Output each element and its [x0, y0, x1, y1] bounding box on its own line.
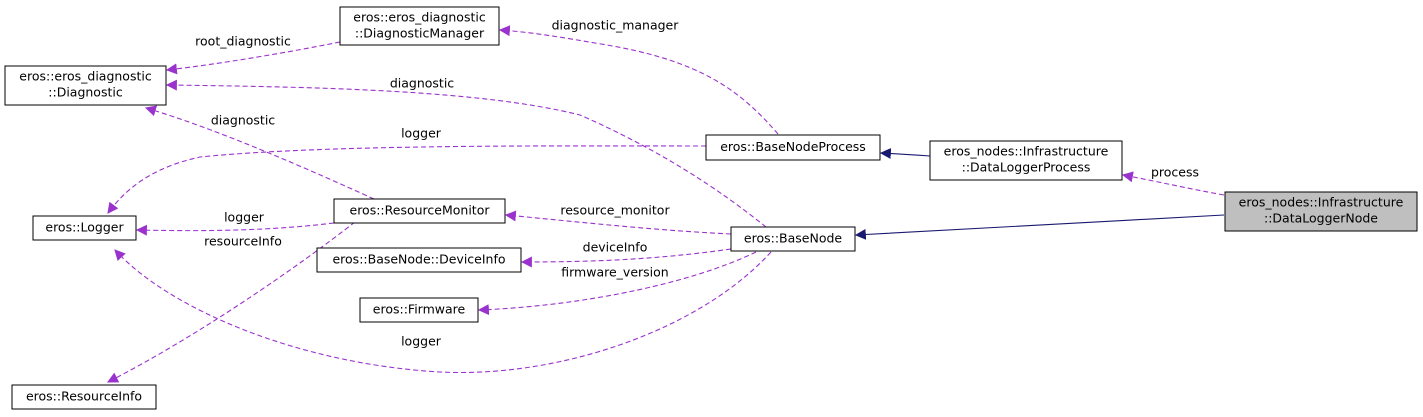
node-diagnostic-line1: eros::eros_diagnostic — [19, 69, 152, 84]
edge-root-diagnostic — [165, 41, 341, 75]
edge-label-resource-info: resourceInfo — [204, 234, 282, 249]
node-diagnostic[interactable]: eros::eros_diagnostic ::Diagnostic — [4, 65, 167, 106]
edge-label-firmware-version: firmware_version — [561, 265, 668, 280]
edge-inherit-node — [854, 214, 1225, 240]
node-diagnostic-manager-line2: ::DiagnosticManager — [355, 26, 485, 41]
node-device-info-label: eros::BaseNode::DeviceInfo — [332, 252, 505, 267]
node-resource-info-label: eros::ResourceInfo — [26, 389, 142, 404]
edge-label-logger-rm: logger — [224, 210, 265, 225]
edge-inherit-process — [879, 148, 931, 160]
node-data-logger-node[interactable]: eros_nodes::Infrastructure ::DataLoggerN… — [1224, 191, 1418, 232]
edge-resource-monitor — [504, 210, 732, 235]
node-base-node-label: eros::BaseNode — [744, 231, 843, 246]
node-device-info[interactable]: eros::BaseNode::DeviceInfo — [316, 247, 522, 273]
node-data-logger-process[interactable]: eros_nodes::Infrastructure ::DataLoggerP… — [929, 140, 1123, 181]
node-data-logger-node-line2: ::DataLoggerNode — [1264, 211, 1378, 226]
node-resource-monitor[interactable]: eros::ResourceMonitor — [333, 198, 506, 224]
node-logger[interactable]: eros::Logger — [32, 215, 137, 241]
edge-label-device-info: deviceInfo — [583, 240, 648, 255]
node-resource-info[interactable]: eros::ResourceInfo — [11, 384, 157, 410]
edge-device-info — [520, 248, 732, 268]
node-base-node-process[interactable]: eros::BaseNodeProcess — [705, 134, 881, 161]
nodes: eros::eros_diagnostic ::DiagnosticManage… — [4, 6, 1418, 410]
edges — [107, 25, 1225, 383]
edge-labels: root_diagnostic diagnostic_manager diagn… — [195, 18, 1199, 349]
edge-label-diagnostic: diagnostic — [390, 76, 454, 91]
node-base-node-process-label: eros::BaseNodeProcess — [720, 139, 866, 154]
node-diagnostic-manager-line1: eros::eros_diagnostic — [353, 10, 486, 25]
edge-diagnostic-from-resource-monitor — [144, 105, 375, 200]
edge-logger-from-resource-monitor — [135, 222, 335, 236]
edge-diagnostic-from-base-node — [165, 79, 767, 228]
edge-label-resource-monitor: resource_monitor — [560, 203, 670, 218]
node-firmware-label: eros::Firmware — [373, 302, 466, 317]
edge-diagnostic-manager — [498, 25, 779, 135]
edge-label-diagnostic-rm: diagnostic — [211, 113, 275, 128]
node-data-logger-process-line2: ::DataLoggerProcess — [962, 160, 1091, 175]
edge-label-root-diagnostic: root_diagnostic — [195, 34, 291, 49]
node-data-logger-node-line1: eros_nodes::Infrastructure — [1239, 195, 1404, 210]
edge-logger-from-process — [107, 145, 707, 214]
edge-label-logger-process: logger — [401, 126, 442, 141]
node-resource-monitor-label: eros::ResourceMonitor — [350, 203, 491, 218]
node-firmware[interactable]: eros::Firmware — [359, 297, 479, 323]
edge-logger-from-base-node — [114, 249, 772, 374]
edge-label-process: process — [1151, 165, 1199, 180]
edge-label-diagnostic-manager: diagnostic_manager — [552, 18, 680, 33]
node-diagnostic-line2: ::Diagnostic — [48, 85, 123, 100]
node-data-logger-process-line1: eros_nodes::Infrastructure — [944, 144, 1109, 159]
node-base-node[interactable]: eros::BaseNode — [730, 226, 856, 252]
node-diagnostic-manager[interactable]: eros::eros_diagnostic ::DiagnosticManage… — [339, 6, 500, 46]
node-logger-label: eros::Logger — [45, 220, 124, 235]
edge-firmware-version — [477, 251, 757, 316]
edge-label-logger-base-node: logger — [401, 334, 442, 349]
edge-process — [1121, 171, 1225, 196]
